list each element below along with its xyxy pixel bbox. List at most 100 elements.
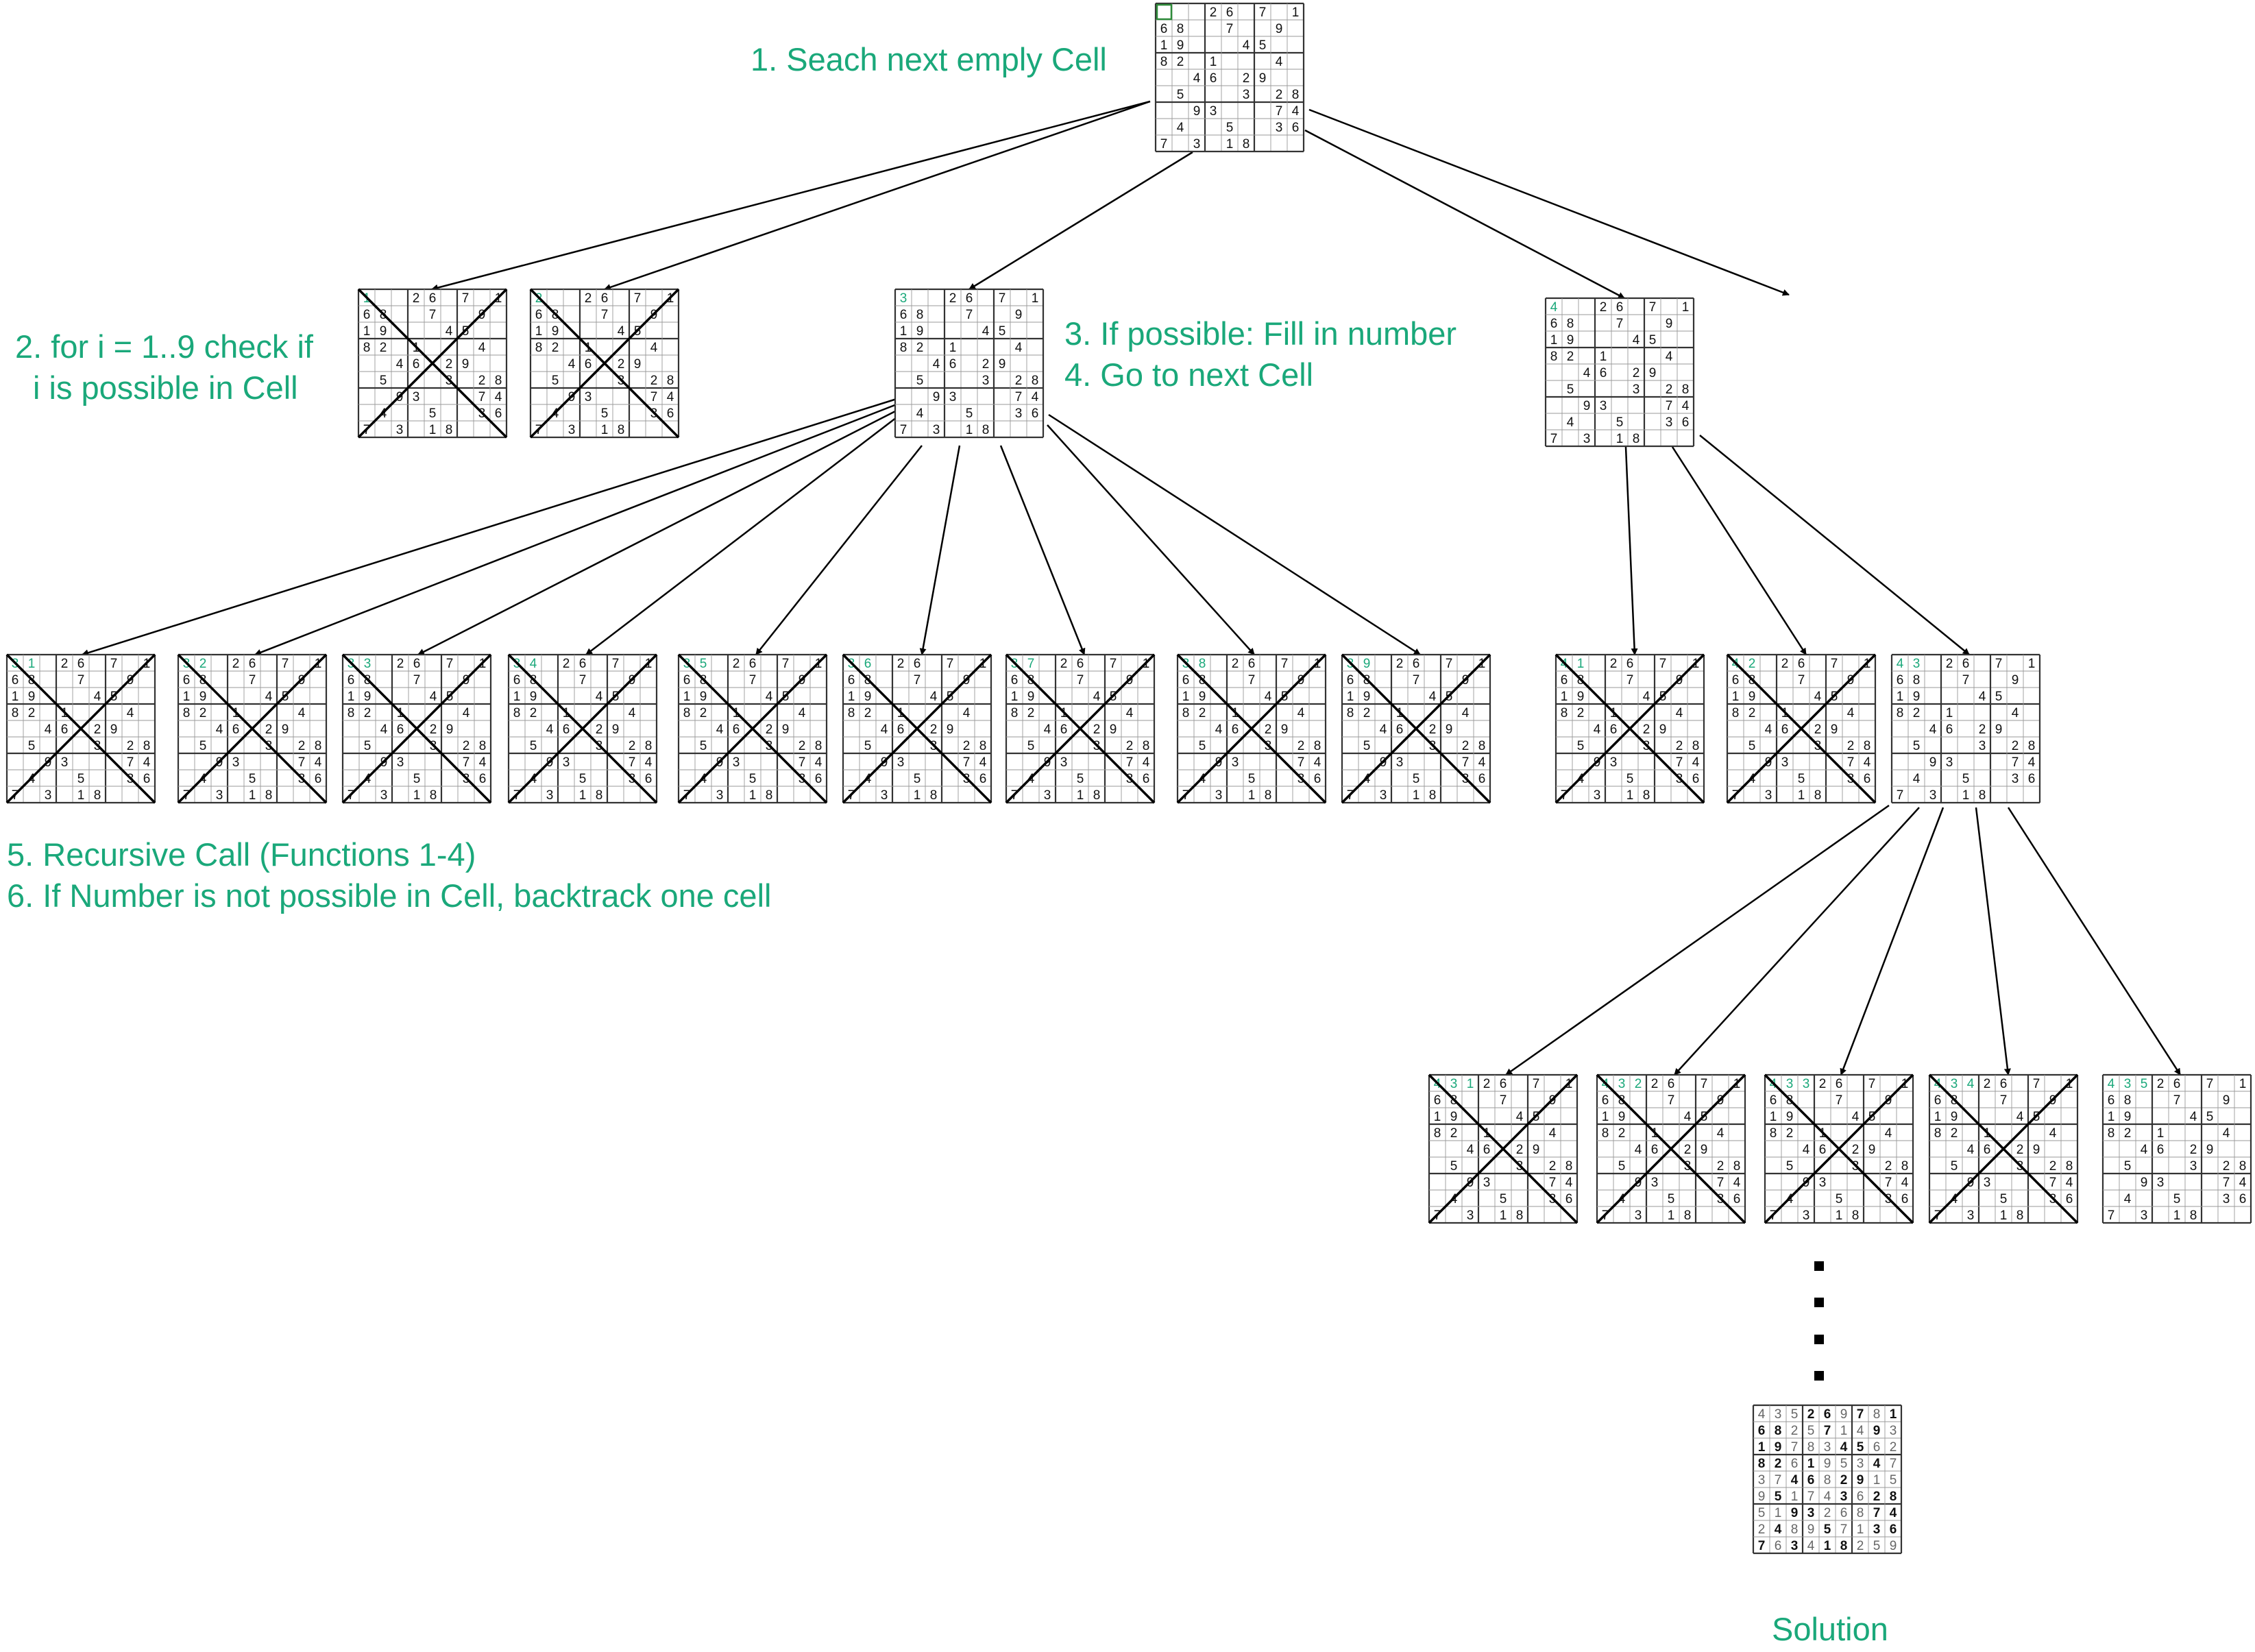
guess-digit: 3 <box>1913 657 1921 671</box>
cell-digit: 6 <box>1160 22 1168 36</box>
cell-digit: 7 <box>1840 1522 1848 1537</box>
cell-digit: 6 <box>413 657 421 671</box>
cell-digit: 3 <box>1193 137 1201 151</box>
cell-digit: 2 <box>1684 1143 1692 1157</box>
cell-digit: 7 <box>749 673 757 688</box>
cell-digit: 4 <box>380 722 388 737</box>
cell-digit: 3 <box>933 423 940 437</box>
cell-digit: 9 <box>1791 1506 1799 1520</box>
guess-digit: 8 <box>1199 657 1206 671</box>
guess-digit: 4 <box>530 657 537 671</box>
cell-digit: 6 <box>1600 366 1607 380</box>
cell-digit: 6 <box>1897 673 1904 688</box>
cell-digit: 6 <box>579 657 587 671</box>
cell-digit: 1 <box>1032 291 1039 306</box>
cell-digit: 5 <box>1748 739 1756 753</box>
cell-digit: 2 <box>397 657 404 671</box>
cell-digit: 6 <box>1857 1490 1864 1504</box>
cell-digit: 4 <box>596 690 603 704</box>
cell-digit: 6 <box>563 722 570 737</box>
cell-digit: 7 <box>1248 673 1256 688</box>
cell-digit: 7 <box>1668 1093 1675 1108</box>
cell-digit: 9 <box>2223 1093 2230 1108</box>
cell-digit: 1 <box>1775 1506 1782 1520</box>
cell-digit: 2 <box>1450 1126 1458 1141</box>
cell-digit: 2 <box>949 291 957 306</box>
cell-digit: 4 <box>1890 1506 1897 1520</box>
cell-digit: 7 <box>1857 1407 1864 1422</box>
cell-digit: 2 <box>629 739 636 753</box>
cell-digit: 3 <box>396 423 404 437</box>
guess-digit: 4 <box>2108 1077 2115 1091</box>
cell-digit: 8 <box>982 423 990 437</box>
sudoku-boards: 2671687919458214462953289374453673181267… <box>5 2 2252 1555</box>
cell-digit: 9 <box>2141 1176 2148 1190</box>
cell-digit: 2 <box>552 341 559 355</box>
guess-digit: 1 <box>1467 1077 1474 1091</box>
rejected-cross <box>341 653 492 804</box>
cell-digit: 4 <box>1807 1539 1815 1553</box>
cell-digit: 3 <box>2190 1159 2197 1174</box>
cell-digit: 5 <box>1077 772 1084 786</box>
cell-digit: 2 <box>1758 1522 1766 1537</box>
cell-digit: 7 <box>999 291 1006 306</box>
guess-digit: 2 <box>199 657 207 671</box>
cell-digit: 7 <box>1962 673 1970 688</box>
cell-digit: 2 <box>1643 722 1650 737</box>
cell-digit: 4 <box>1126 706 1134 720</box>
cell-digit: 7 <box>1995 657 2003 671</box>
cell-digit: 6 <box>1626 657 1634 671</box>
cell-digit: 4 <box>1676 706 1683 720</box>
cell-digit: 6 <box>77 657 85 671</box>
cell-digit: 8 <box>1011 706 1019 720</box>
cell-digit: 2 <box>1610 657 1618 671</box>
cell-digit: 2 <box>1873 1490 1881 1504</box>
cell-digit: 3 <box>1781 755 1789 770</box>
cell-digit: 6 <box>601 291 609 306</box>
cell-digit: 8 <box>495 374 502 388</box>
cell-digit: 1 <box>1857 1522 1864 1537</box>
cell-digit: 6 <box>183 673 191 688</box>
cell-digit: 4 <box>1314 755 1321 770</box>
cell-digit: 1 <box>1770 1110 1777 1124</box>
cell-digit: 4 <box>495 390 502 404</box>
guess-digit: 3 <box>364 657 371 671</box>
cell-digit: 5 <box>1857 1440 1864 1455</box>
cell-digit: 1 <box>2173 1208 2181 1223</box>
cell-digit: 3 <box>1243 88 1250 102</box>
cell-digit: 7 <box>298 755 306 770</box>
cell-digit: 3 <box>585 390 592 404</box>
cell-digit: 1 <box>2157 1126 2165 1141</box>
cell-digit: 2 <box>1666 382 1673 397</box>
cell-digit: 8 <box>1824 1473 1831 1487</box>
cell-digit: 8 <box>1643 788 1650 803</box>
cell-digit: 7 <box>249 673 256 688</box>
cell-digit: 6 <box>2239 1192 2247 1206</box>
cell-digit: 4 <box>1852 1110 1860 1124</box>
cell-digit: 2 <box>127 739 134 753</box>
cell-digit: 9 <box>1533 1143 1540 1157</box>
cell-digit: 4 <box>1594 722 1601 737</box>
rejected-cross <box>507 653 658 804</box>
step6-label: 6. If Number is not possible in Cell, ba… <box>7 877 772 914</box>
cell-digit: 4 <box>1467 1143 1474 1157</box>
cell-digit: 9 <box>2206 1143 2214 1157</box>
cell-digit: 7 <box>900 423 907 437</box>
cell-digit: 8 <box>2016 1208 2024 1223</box>
cell-digit: 5 <box>966 406 973 421</box>
cell-digit: 4 <box>1015 341 1023 355</box>
cell-digit: 8 <box>1182 706 1190 720</box>
board-background <box>2103 1075 2251 1223</box>
cell-digit: 2 <box>1027 706 1035 720</box>
cell-digit: 6 <box>143 772 151 786</box>
cell-digit: 2 <box>650 374 658 388</box>
cell-digit: 4 <box>1478 755 1486 770</box>
cell-digit: 6 <box>1984 1143 1991 1157</box>
cell-digit: 2 <box>897 657 905 671</box>
cell-digit: 4 <box>2124 1192 2132 1206</box>
sudoku-board: 433267168791945821446295328937445367318 <box>1764 1073 1914 1224</box>
cell-digit: 2 <box>1840 1473 1848 1487</box>
cell-digit: 4 <box>446 324 453 339</box>
cell-digit: 9 <box>1666 317 1673 331</box>
tree-arrow <box>585 415 900 655</box>
